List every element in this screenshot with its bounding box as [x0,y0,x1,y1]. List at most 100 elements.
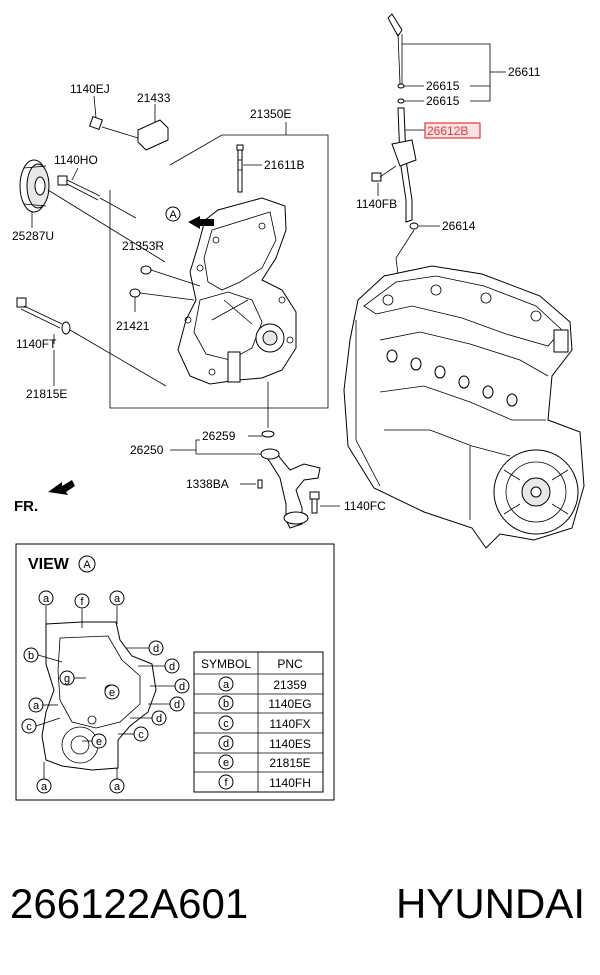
svg-text:e: e [109,687,115,699]
svg-text:d: d [153,643,159,655]
front-arrow-icon [48,480,75,495]
view-callouts: a f a d b d g d e d a d c e c a a [21,590,190,794]
svg-text:21359: 21359 [273,678,307,692]
view-callout-d-3: d [150,678,190,694]
dipstick-handle [387,13,403,37]
view-title-circle-letter: A [83,559,91,571]
view-callout-a-top-right: a [109,590,125,624]
svg-text:f: f [224,777,228,789]
label-26612b: 26612B [427,124,468,138]
label-21611b: 21611B [264,158,304,172]
label-26614: 26614 [442,219,476,233]
svg-text:d: d [156,713,162,725]
svg-text:b: b [223,698,229,710]
svg-text:e: e [96,736,102,748]
svg-text:c: c [223,718,229,730]
view-callout-a-bottom-left: a [36,762,52,794]
footer-part-number: 266122A601 [10,880,248,927]
oil-strainer-group [170,382,340,529]
table-row: b 1140EG [218,695,312,711]
bolt-1140ho [57,175,101,201]
svg-text:b: b [28,650,34,662]
bolt-21611b [236,144,244,193]
seal-21433 [137,119,169,151]
table-header-pnc: PNC [277,657,303,671]
bolt-1140fc [309,491,320,514]
svg-text:e: e [223,757,229,769]
label-21353r: 21353R [122,239,164,253]
svg-text:1140ES: 1140ES [269,737,311,751]
front-direction-indicator: FR. [14,480,75,515]
oring-21353r [140,265,152,275]
oring-26614 [409,222,419,230]
table-row: a 21359 [218,676,307,692]
view-callout-c-right: c [118,726,149,742]
footer-brand: HYUNDAI [396,880,585,927]
table-row: d 1140ES [218,735,311,751]
table-row: e 21815E [218,754,311,770]
label-26259: 26259 [202,429,236,443]
svg-text:1140EG: 1140EG [268,697,311,711]
svg-text:d: d [169,661,175,673]
view-callout-e-1: e [104,684,120,700]
label-1338ba: 1338BA [186,477,229,491]
svg-text:a: a [41,781,48,793]
view-callout-c-left: c [21,717,61,734]
table-header-symbol: SYMBOL [201,657,251,671]
svg-text:a: a [223,679,230,691]
label-1140ho: 1140HO [54,153,98,167]
svg-text:c: c [138,729,144,741]
view-title: VIEW [28,556,70,573]
view-callout-b: b [23,647,63,663]
svg-text:d: d [174,699,180,711]
gasket-26259 [261,430,275,438]
view-callout-f: f [74,593,90,628]
svg-text:c: c [26,721,32,733]
engine-block-illustration [343,265,585,549]
oring-21421 [129,288,141,298]
view-callout-g: g [59,670,86,686]
label-26611: 26611 [508,65,541,79]
fr-label: FR. [14,498,38,515]
view-callout-d-1: d [126,640,164,656]
svg-text:g: g [64,673,70,685]
strainer-26250 [261,449,321,529]
label-26615-lower: 26615 [426,94,460,108]
dipstick-group [371,13,506,489]
front-case-group: A [16,95,329,409]
flywheel-housing [493,449,579,535]
label-1140fc: 1140FC [344,499,386,513]
svg-text:21815E: 21815E [269,756,310,770]
view-callout-d-2: d [138,658,180,674]
view-callout-a-top-left: a [38,590,54,624]
svg-text:a: a [114,593,121,605]
view-callout-d-4: d [148,696,185,712]
svg-text:1140FH: 1140FH [269,776,311,790]
dipstick-guide-26612b [397,107,413,223]
label-25287u: 25287U [12,229,54,243]
label-21421: 21421 [116,319,150,333]
bolt-1140ft [16,297,71,335]
bolt-1140fb [371,165,397,182]
label-1140fb: 1140FB [356,197,397,211]
label-26615-upper: 26615 [426,79,460,93]
bolt-1338ba [257,479,263,489]
label-21815e: 21815E [26,387,67,401]
view-a-arrow [188,216,214,229]
label-21350e: 21350E [250,107,291,121]
svg-text:d: d [223,738,229,750]
view-a-marker: A [169,209,177,221]
highlight-box-26612b [424,122,481,139]
label-26250: 26250 [130,443,164,457]
svg-text:d: d [179,681,185,693]
view-callout-a-bottom-right: a [109,768,125,794]
exhaust-ports [386,349,518,407]
label-1140ft: 1140FT [16,337,57,351]
view-callout-e-2: e [82,733,107,749]
bolt-1140ej [88,115,139,139]
svg-text:f: f [80,596,84,608]
damper-pulley-25287u [19,159,50,213]
svg-text:a: a [33,700,40,712]
